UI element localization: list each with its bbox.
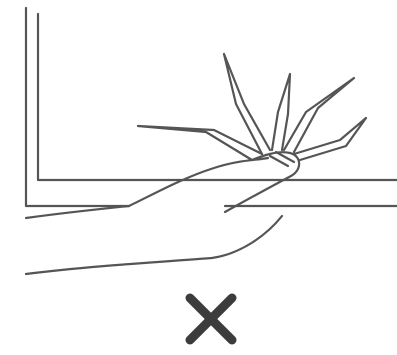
finger-2: [222, 52, 272, 156]
screen-frame-outer: [24, 6, 131, 208]
incorrect-cross-icon: [185, 293, 237, 345]
finger-4: [282, 76, 356, 154]
finger-5: [292, 116, 368, 162]
forearm-lower-line: [24, 214, 284, 276]
finger-1: [136, 124, 264, 162]
pinch-stroke-b: [274, 150, 296, 164]
finger-3: [270, 72, 292, 152]
screen-frame-inner: [36, 12, 397, 182]
forearm-upper-line: [24, 156, 270, 220]
pinch-stroke-a: [268, 154, 290, 168]
thumb-line: [223, 151, 301, 214]
